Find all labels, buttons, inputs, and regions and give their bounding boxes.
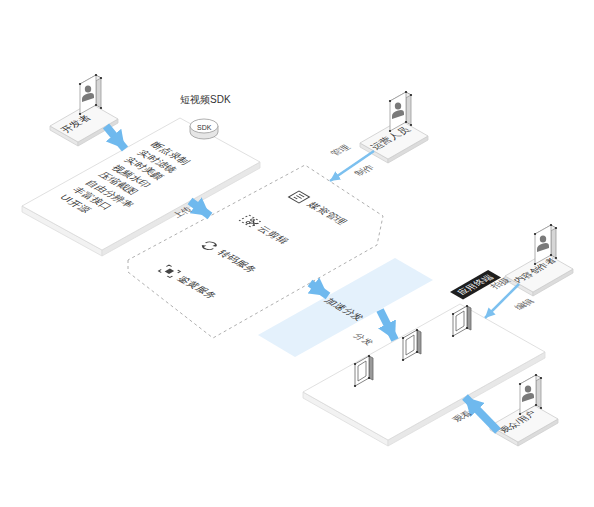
corner-dot (534, 233, 536, 235)
person-body (522, 393, 534, 402)
corner-dot (452, 335, 454, 337)
person-head (395, 102, 401, 109)
scissor-icon (249, 221, 259, 227)
corner-dot (368, 377, 370, 379)
corner-dot (555, 227, 557, 229)
corner-dot (405, 91, 407, 93)
device-screen (456, 311, 464, 331)
dashed-platform (128, 165, 383, 338)
device-screen (358, 361, 366, 381)
edge-label: 管理 (328, 143, 353, 158)
flow-arrow (106, 126, 125, 149)
person-head (540, 235, 546, 242)
action-arrow (485, 284, 519, 318)
action-label: 制作 (352, 163, 377, 178)
node-text: 短视频SDK (180, 94, 231, 105)
node-shape (50, 68, 120, 148)
person-card: 观众/用户 (490, 368, 560, 448)
corner-dot (416, 351, 418, 353)
corner-dot (550, 254, 552, 256)
flow-arrow (310, 283, 328, 296)
person-card: 开发者 (50, 68, 120, 148)
scissor-ring (246, 221, 251, 224)
corner-dot (100, 107, 102, 109)
corner-dot (452, 313, 454, 315)
corner-dot (535, 404, 537, 406)
sdk-cylinder: 短视频SDK SDK (178, 92, 240, 142)
corner-dot (100, 77, 102, 79)
corner-dot (79, 83, 81, 85)
cylinder-top (190, 119, 218, 133)
corner-dot (410, 124, 412, 126)
edge-label: 观看 (450, 409, 475, 424)
corner-dot (535, 374, 537, 376)
corner-dot (95, 104, 97, 106)
corner-dot (410, 94, 412, 96)
corner-dot (354, 363, 356, 365)
cycle-head (200, 241, 218, 252)
corner-dot (402, 359, 404, 361)
frame-icon (159, 265, 181, 278)
node-shape (505, 218, 575, 298)
corner-dot (95, 74, 97, 76)
node-shape (490, 368, 560, 448)
corner-dot (389, 100, 391, 102)
icon-group (289, 191, 310, 203)
device-front (453, 306, 467, 336)
person-body (537, 243, 549, 252)
corner-dot (540, 377, 542, 379)
person-head (525, 385, 531, 392)
device-side (417, 330, 421, 354)
corner-dot (405, 121, 407, 123)
corner-dot (402, 337, 404, 339)
icon-group (239, 215, 261, 228)
person-body (82, 93, 94, 102)
scissor-ring (250, 219, 255, 222)
person-card: 运营人员 (360, 85, 430, 165)
flow-arrow (380, 310, 395, 340)
device-front (355, 356, 369, 386)
cycle-icon (200, 241, 218, 252)
person-card: 内容创作者 (505, 218, 575, 298)
device-side (369, 356, 373, 380)
corner-dot (466, 327, 468, 329)
icon-group (200, 241, 218, 252)
action-label: 编辑 (512, 297, 537, 312)
doc-lines (294, 194, 304, 200)
corner-dot (540, 407, 542, 409)
device-screen (406, 335, 414, 355)
device-side (467, 306, 471, 330)
node-text: SDK (197, 122, 211, 133)
corner-dot (519, 383, 521, 385)
doc-icon (289, 191, 310, 203)
corner-dot (416, 329, 418, 331)
card-front (80, 75, 96, 114)
corner-dot (466, 305, 468, 307)
figure-icon (165, 269, 175, 275)
clip-icon (239, 215, 260, 227)
node-shape (360, 85, 430, 165)
edge-label: 分发 (350, 332, 375, 347)
icon-group (159, 265, 181, 278)
corner-dot (354, 385, 356, 387)
person-body (392, 110, 404, 119)
corner-dot (550, 224, 552, 226)
card-front (520, 375, 536, 414)
person-head (85, 85, 91, 92)
corner-dot (368, 355, 370, 357)
device-front (403, 330, 417, 360)
